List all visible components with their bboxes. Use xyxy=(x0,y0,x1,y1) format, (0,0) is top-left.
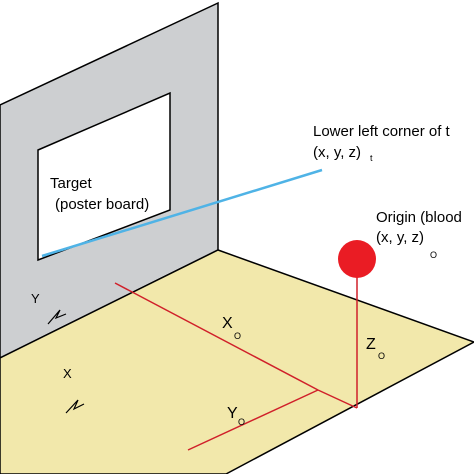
y-axis-tick xyxy=(47,309,67,325)
circle-icon xyxy=(338,240,376,278)
target-sublabel: (poster board) xyxy=(55,196,149,213)
axis-y-label: Y xyxy=(31,291,40,306)
zo-label: Z xyxy=(366,336,376,353)
corner-coords-sub: t xyxy=(370,153,373,163)
corner-coords: (x, y, z) xyxy=(313,144,361,161)
origin-label: Origin (blood xyxy=(376,209,462,226)
corner-pointer-line xyxy=(41,168,323,258)
origin-coords-sub: O xyxy=(430,250,437,260)
zo-sub: O xyxy=(378,351,385,361)
floor-plane xyxy=(0,249,474,474)
origin-coords: (x, y, z) xyxy=(376,229,424,246)
poster-board xyxy=(37,91,171,262)
xo-sub: O xyxy=(234,331,241,341)
xo-to-drop-line xyxy=(317,389,358,409)
xo-line xyxy=(114,282,319,391)
target-label: Target xyxy=(50,175,93,192)
axis-ticks xyxy=(47,309,85,414)
xo-label: X xyxy=(222,315,233,332)
yo-sub: O xyxy=(238,417,245,427)
measurement-lines xyxy=(114,270,358,451)
axis-x-label: X xyxy=(63,366,72,381)
yo-line xyxy=(187,389,319,451)
yo-label: Y xyxy=(227,405,238,422)
corner-label: Lower left corner of t xyxy=(313,123,451,140)
x-axis-tick xyxy=(65,399,85,414)
